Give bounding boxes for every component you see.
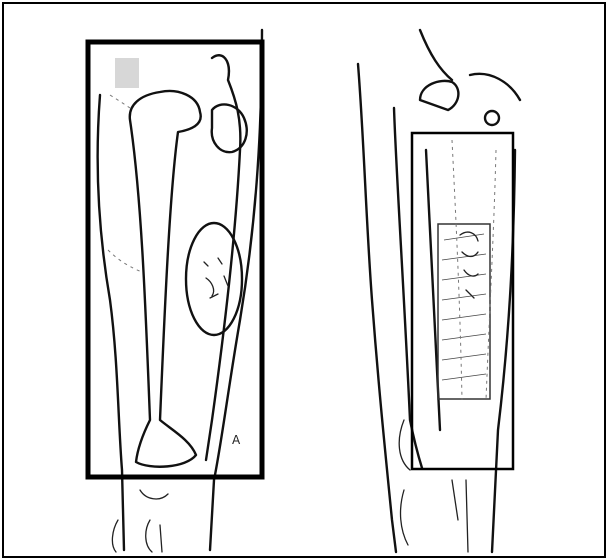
right-pelvis-contour bbox=[420, 30, 520, 100]
left-bone-upper-joint bbox=[212, 104, 247, 152]
lesion-oval bbox=[186, 223, 242, 335]
graft-markings bbox=[460, 232, 478, 298]
right-small-circle bbox=[485, 111, 499, 125]
left-femur bbox=[130, 91, 201, 467]
left-knee-structure bbox=[112, 490, 168, 552]
lesion-markings bbox=[204, 258, 228, 298]
right-leg-outer-contour bbox=[358, 64, 396, 552]
shaded-patch bbox=[115, 58, 139, 88]
right-knee-structure bbox=[399, 420, 468, 552]
right-bone-shaft bbox=[394, 108, 422, 468]
left-fascia-line bbox=[108, 250, 142, 272]
left-leg-diagram: A bbox=[88, 30, 262, 552]
right-femoral-head bbox=[420, 81, 458, 110]
right-graft-region bbox=[438, 224, 490, 399]
right-dotted-line-1 bbox=[452, 140, 462, 400]
left-leg-outer-contour bbox=[98, 95, 124, 550]
right-dotted-line-2 bbox=[486, 150, 496, 400]
left-fascia-line-2 bbox=[110, 95, 130, 108]
label-left-a: A bbox=[232, 433, 241, 447]
right-leg-diagram bbox=[358, 30, 520, 552]
graft-hatching bbox=[442, 234, 486, 380]
right-leg-inner-contour bbox=[492, 150, 515, 552]
figure-frame bbox=[3, 3, 605, 557]
